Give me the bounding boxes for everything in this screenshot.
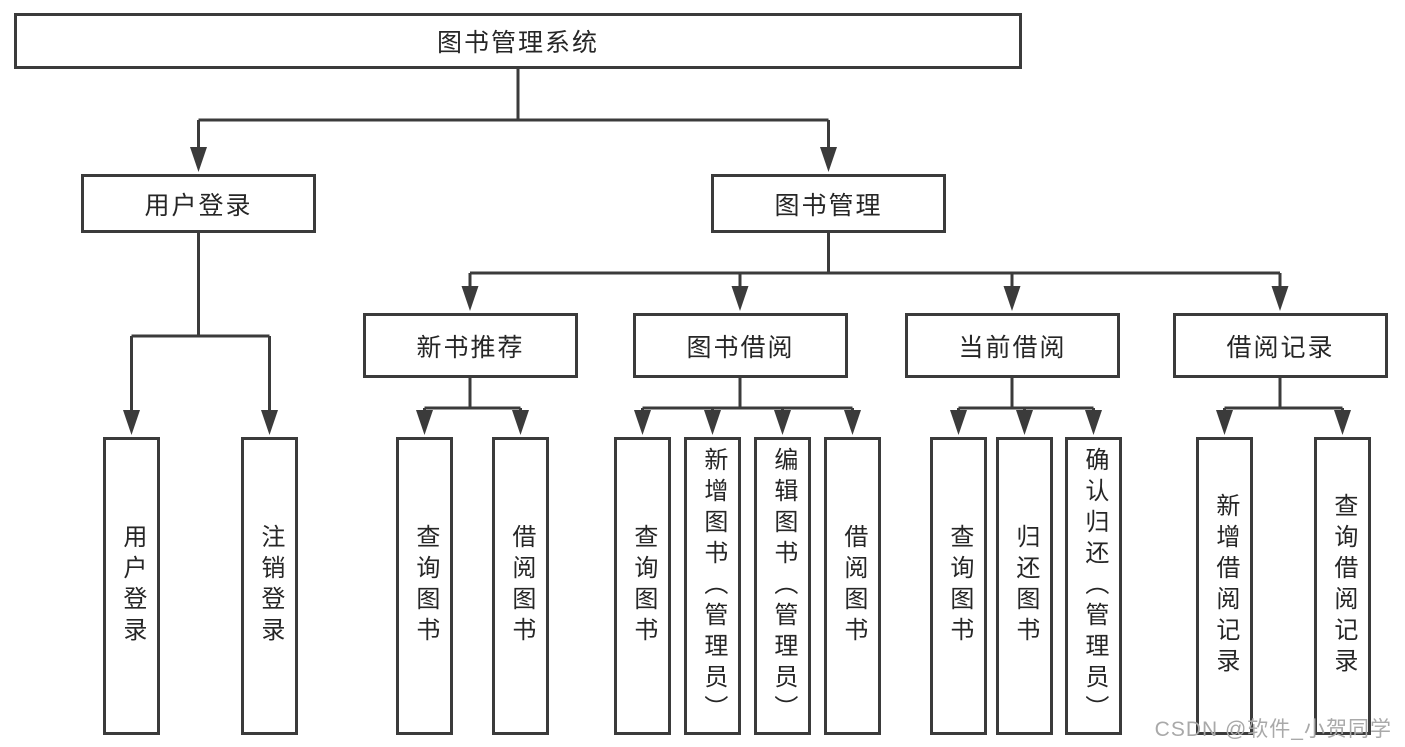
connector-book-management-to-level3	[461, 233, 1289, 311]
connector-current-borrow-to-leaves	[950, 378, 1102, 435]
leaf-user-login: 用户登录	[103, 437, 160, 735]
node-new-book-recommend: 新书推荐	[363, 313, 578, 378]
leaf-query-books-borrow: 查询图书	[614, 437, 671, 735]
leaf-return-books: 归还图书	[996, 437, 1053, 735]
connector-borrow-records-to-leaves	[1216, 378, 1351, 435]
connector-book-borrow-to-leaves	[634, 378, 861, 435]
node-book-borrow: 图书借阅	[633, 313, 848, 378]
node-current-borrow: 当前借阅	[905, 313, 1120, 378]
node-library-system: 图书管理系统	[14, 13, 1022, 69]
connector-new-book-recommend-to-leaves	[416, 378, 529, 435]
node-user-login: 用户登录	[81, 174, 316, 233]
leaf-logout-login: 注销登录	[241, 437, 298, 735]
leaf-query-books-current: 查询图书	[930, 437, 987, 735]
connector-user-login-to-leaves	[123, 233, 278, 435]
leaf-edit-books-admin: 编辑图书（管理员）	[754, 437, 811, 735]
leaf-borrow-books-recommend: 借阅图书	[492, 437, 549, 735]
leaf-borrow-books: 借阅图书	[824, 437, 881, 735]
leaf-add-borrow-record: 新增借阅记录	[1196, 437, 1253, 735]
connector-root-to-level2	[190, 69, 837, 172]
leaf-add-books-admin: 新增图书（管理员）	[684, 437, 741, 735]
leaf-confirm-return-admin: 确认归还（管理员）	[1065, 437, 1122, 735]
leaf-query-books-recommend: 查询图书	[396, 437, 453, 735]
csdn-watermark: CSDN @软件_小贺同学	[1154, 718, 1392, 741]
node-borrow-records: 借阅记录	[1173, 313, 1388, 378]
node-book-management: 图书管理	[711, 174, 946, 233]
leaf-query-borrow-record: 查询借阅记录	[1314, 437, 1371, 735]
